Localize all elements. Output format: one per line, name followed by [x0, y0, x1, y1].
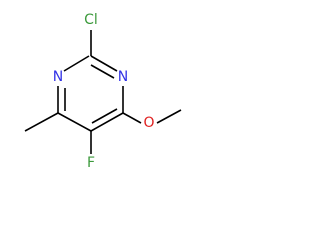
bond-n3-c2-inner — [90, 64, 115, 79]
atom-label-chlorine: Cl — [84, 12, 98, 28]
bond-c2-n1 — [63, 55, 90, 72]
bond-c5-c4-inner — [91, 108, 118, 124]
atom-label-nitrogen-1: N — [53, 69, 63, 85]
bond-c5-c4 — [90, 112, 124, 132]
atom-label-oxygen: O — [143, 115, 154, 131]
bond-n3-c2 — [90, 55, 118, 72]
atom-label-nitrogen-3: N — [118, 69, 128, 85]
molecule-structure: Cl N N F O — [24, 12, 182, 171]
atom-label-fluorine: F — [87, 155, 95, 171]
bond-o-methyl — [156, 109, 182, 124]
bond-c6-c5 — [57, 112, 92, 132]
bond-c6-methyl — [24, 112, 59, 132]
bond-c4-o — [122, 112, 142, 124]
